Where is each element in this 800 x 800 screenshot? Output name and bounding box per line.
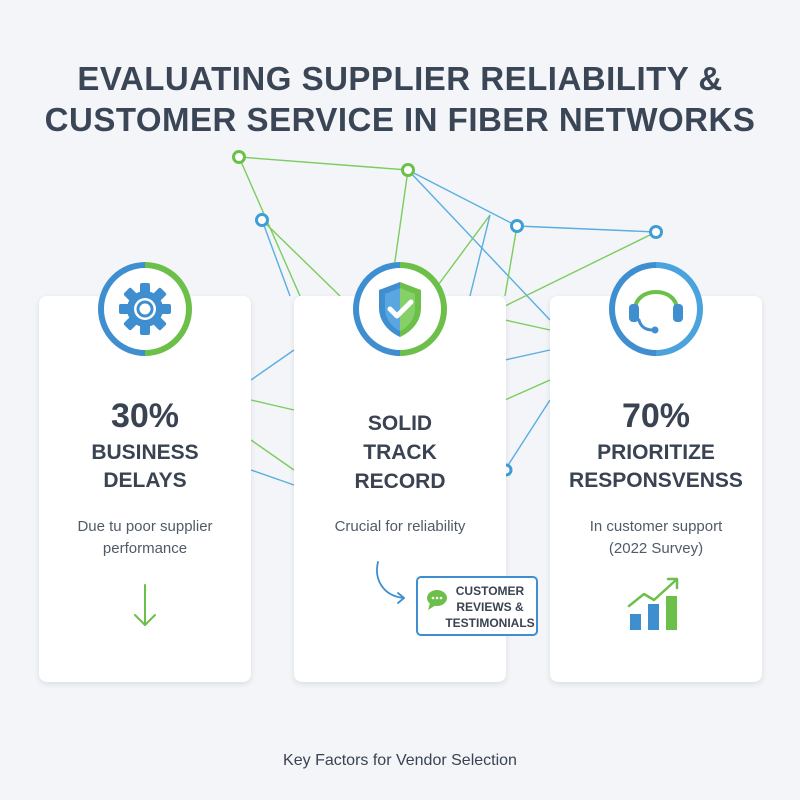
network-node: [255, 213, 269, 227]
network-node: [649, 225, 663, 239]
network-line: [238, 156, 409, 171]
curved-arrow-icon: [376, 561, 405, 604]
network-line: [469, 214, 491, 297]
network-line: [250, 469, 295, 486]
stat-label-line-2: RESPONSVENSS: [569, 469, 743, 492]
headset-badge: [609, 262, 703, 356]
footer-caption: Key Factors for Vendor Selection: [283, 752, 517, 769]
title-line-2: CUSTOMER SERVICE IN FIBER NETWORKS: [44, 101, 756, 138]
stat-label: SOLID TRACK RECORD: [294, 409, 506, 496]
desc-line-1: Crucial for reliability: [334, 518, 466, 535]
shield-badge: [353, 262, 447, 356]
stat-label-line-3: RECORD: [354, 470, 446, 493]
network-node: [401, 163, 415, 177]
growth-chart-icon: [627, 577, 679, 630]
network-line: [516, 225, 657, 233]
down-arrow-icon: [134, 584, 156, 626]
gear-badge: [98, 262, 192, 356]
headset-icon: [629, 290, 683, 334]
callout-text: CUSTOMER REVIEWS & TESTIMONIALS: [444, 583, 536, 631]
network-line: [250, 399, 295, 411]
stat-label-line-1: SOLID: [367, 412, 433, 435]
card-solid-track-record: SOLID TRACK RECORD Crucial for reliabili…: [294, 296, 506, 682]
stat-label: PRIORITIZE RESPONSVENSS: [550, 439, 762, 495]
title-line-1: EVALUATING SUPPLIER RELIABILITY &: [77, 60, 723, 97]
callout-line-3: TESTIMONIALS: [445, 616, 535, 630]
card-prioritize-responsiveness: 70% PRIORITIZE RESPONSVENSS In customer …: [550, 296, 762, 682]
stat-label-line-1: PRIORITIZE: [597, 441, 715, 464]
network-line: [504, 399, 551, 471]
callout-line-2: REVIEWS &: [456, 600, 524, 614]
gear-icon: [119, 283, 171, 335]
chat-bubble-icon: [427, 590, 447, 610]
stat-label-line-2: DELAYS: [103, 469, 187, 492]
stat-description: In customer support (2022 Survey): [550, 516, 762, 560]
network-line: [407, 169, 518, 227]
network-line: [504, 349, 551, 361]
stat-number: 30%: [110, 397, 180, 435]
stat-number: 70%: [621, 397, 691, 435]
network-line: [504, 379, 551, 401]
network-line: [504, 319, 551, 331]
network-line: [261, 219, 341, 297]
network-line: [429, 214, 491, 297]
card-business-delays: 30% BUSINESS DELAYS Due tu poor supplier…: [39, 296, 251, 682]
stat-label-line-1: BUSINESS: [91, 441, 199, 464]
stat-label: BUSINESS DELAYS: [39, 439, 251, 495]
stat-description: Crucial for reliability: [294, 516, 506, 538]
network-line: [250, 349, 295, 381]
page-title: EVALUATING SUPPLIER RELIABILITY & CUSTOM…: [0, 58, 800, 140]
network-line: [250, 439, 295, 471]
network-line: [261, 219, 291, 297]
customer-reviews-callout: CUSTOMER REVIEWS & TESTIMONIALS: [416, 576, 538, 636]
desc-line-1: In customer support: [589, 518, 723, 535]
network-line: [504, 231, 657, 307]
network-node: [510, 219, 524, 233]
stat-description: Due tu poor supplier performance: [39, 516, 251, 560]
network-line: [504, 225, 518, 297]
desc-line-2: performance: [102, 540, 188, 557]
network-node: [232, 150, 246, 164]
stat-label-line-2: TRACK: [363, 441, 437, 464]
desc-line-1: Due tu poor supplier: [77, 518, 213, 535]
callout-line-1: CUSTOMER: [455, 584, 525, 598]
desc-line-2: (2022 Survey): [608, 540, 704, 557]
shield-check-icon: [379, 282, 421, 337]
